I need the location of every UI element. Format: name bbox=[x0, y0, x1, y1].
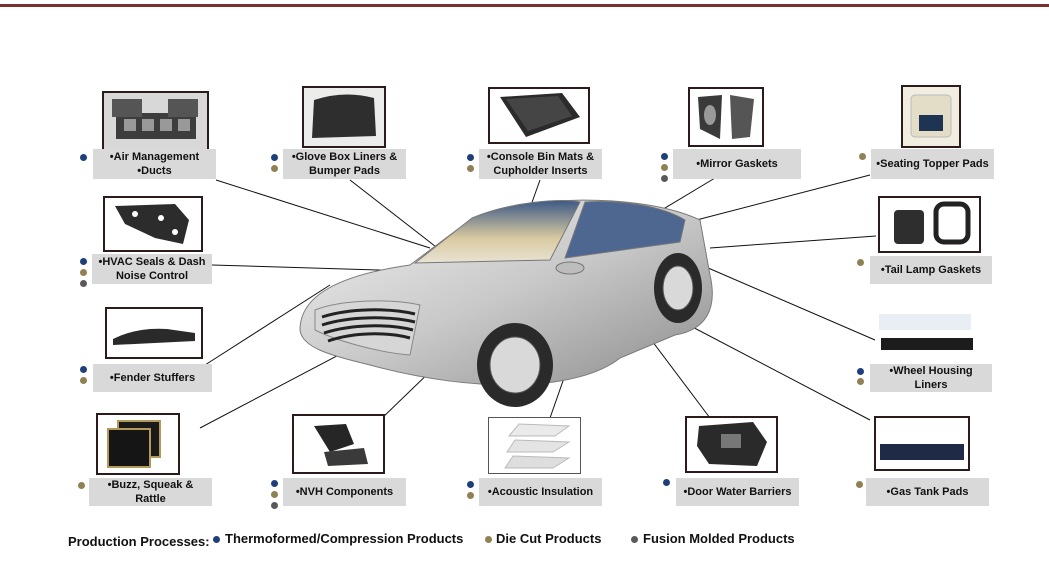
tail-lamp-image bbox=[878, 196, 981, 253]
acoustic-insulation-image bbox=[488, 417, 581, 474]
thermo-dot bbox=[271, 480, 278, 487]
door-barrier-image bbox=[685, 416, 778, 473]
diecut-dot bbox=[78, 482, 85, 489]
console-bin-label: •Console Bin Mats &Cupholder Inserts bbox=[479, 149, 602, 179]
legend-thermo-dot bbox=[213, 536, 220, 543]
fender-stuffer-label: •Fender Stuffers bbox=[93, 364, 212, 392]
seating-topper-image bbox=[901, 85, 961, 148]
line-wheel bbox=[684, 257, 876, 341]
legend-thermo: Thermoformed/Compression Products bbox=[225, 531, 464, 546]
legend-diecut-dot bbox=[485, 536, 492, 543]
legend-diecut: Die Cut Products bbox=[496, 531, 602, 546]
nvh-component-label: •NVH Components bbox=[283, 478, 406, 506]
diecut-dot bbox=[857, 259, 864, 266]
mirror-gasket-image bbox=[688, 87, 764, 147]
legend-fusion-dot bbox=[631, 536, 638, 543]
tail-lamp-label: •Tail Lamp Gaskets bbox=[870, 256, 992, 284]
console-bin-image bbox=[488, 87, 590, 144]
thermo-dot bbox=[467, 154, 474, 161]
top-rule bbox=[0, 4, 1049, 7]
diecut-dot bbox=[857, 378, 864, 385]
acoustic-insulation-label: •Acoustic Insulation bbox=[479, 478, 602, 506]
diecut-dot bbox=[467, 492, 474, 499]
line-glove bbox=[349, 179, 441, 251]
diecut-dot bbox=[467, 165, 474, 172]
hvac-seal-image bbox=[103, 196, 203, 252]
air-management-image bbox=[102, 91, 209, 151]
air-management-label: •Air Management•Ducts bbox=[93, 149, 216, 179]
diecut-dot bbox=[661, 164, 668, 171]
line-air bbox=[215, 179, 431, 249]
thermo-dot bbox=[857, 368, 864, 375]
diecut-dot bbox=[271, 491, 278, 498]
gas-tank-image bbox=[874, 416, 970, 471]
fusion-dot bbox=[271, 502, 278, 509]
legend-fusion: Fusion Molded Products bbox=[643, 531, 795, 546]
thermo-dot bbox=[663, 479, 670, 486]
thermo-dot bbox=[80, 258, 87, 265]
fusion-dot bbox=[80, 280, 87, 287]
door-barrier-label: •Door Water Barriers bbox=[676, 478, 799, 506]
seating-topper-label: •Seating Topper Pads bbox=[871, 149, 994, 179]
buzz-squeak-label: •Buzz, Squeak & Rattle bbox=[89, 478, 212, 506]
nvh-component-image bbox=[292, 414, 385, 474]
diecut-dot bbox=[859, 153, 866, 160]
thermo-dot bbox=[271, 154, 278, 161]
fender-stuffer-image bbox=[105, 307, 203, 359]
line-fender bbox=[204, 284, 331, 366]
thermo-dot bbox=[661, 153, 668, 160]
diecut-dot bbox=[271, 165, 278, 172]
glove-box-image bbox=[302, 86, 386, 148]
wheel-housing-image bbox=[875, 306, 978, 361]
thermo-dot bbox=[80, 154, 87, 161]
mirror-gasket-label: •Mirror Gaskets bbox=[673, 149, 801, 179]
diecut-dot bbox=[80, 377, 87, 384]
glove-box-label: •Glove Box Liners &Bumper Pads bbox=[283, 149, 406, 179]
diecut-dot bbox=[80, 269, 87, 276]
thermo-dot bbox=[80, 366, 87, 373]
line-tail bbox=[709, 235, 877, 249]
legend-title: Production Processes: bbox=[68, 534, 210, 549]
car-illustration bbox=[299, 199, 713, 407]
diecut-dot bbox=[856, 481, 863, 488]
fusion-dot bbox=[661, 175, 668, 182]
thermo-dot bbox=[467, 481, 474, 488]
buzz-squeak-image bbox=[96, 413, 180, 475]
wheel-housing-label: •Wheel Housing Liners bbox=[870, 364, 992, 392]
gas-tank-label: •Gas Tank Pads bbox=[866, 478, 989, 506]
